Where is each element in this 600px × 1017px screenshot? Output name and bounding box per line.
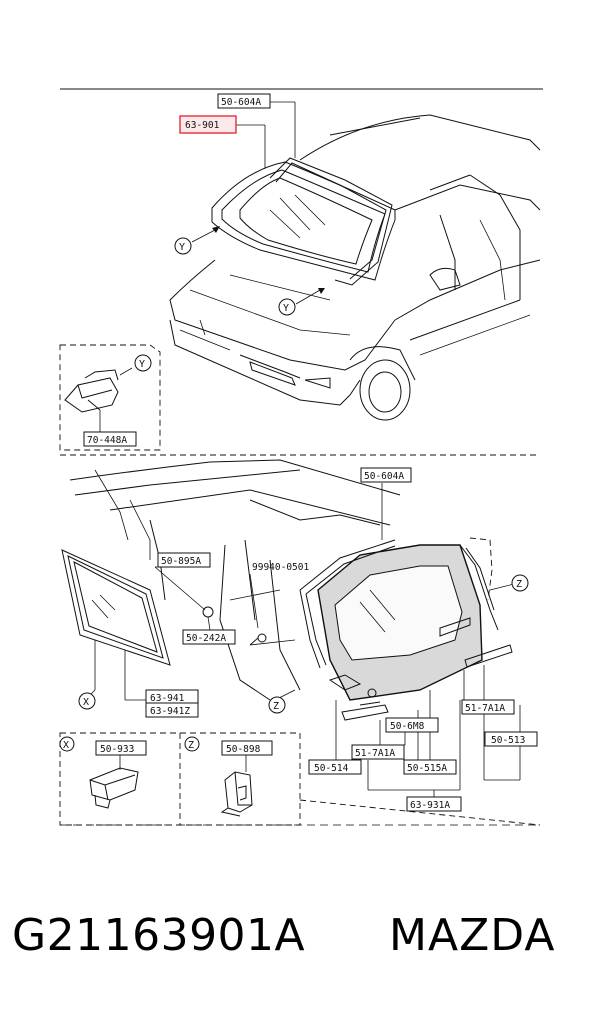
windshield-molding <box>269 157 393 286</box>
label-text-70-448a: 70-448A <box>87 435 127 446</box>
part-number: G21163901A <box>12 910 306 961</box>
callout-y-bottom: Y <box>278 298 296 316</box>
callout-text-x-glass: X <box>83 697 89 708</box>
clip-part-illustration <box>64 367 133 413</box>
label-text-50-895a: 50-895A <box>161 556 201 567</box>
callout-text-z-right: Z <box>516 579 522 590</box>
label-text-50-513: 50-513 <box>491 735 525 746</box>
rear-car-illustration <box>69 459 401 701</box>
detail-box-y <box>59 344 161 451</box>
callout-text-y-left: Y <box>179 242 185 253</box>
callout-y-detail: Y <box>134 354 152 372</box>
front-car-illustration <box>169 114 541 421</box>
label-text-63-941: 63-941 <box>150 693 185 704</box>
label-50-604a-bottom: 50-604A <box>360 467 412 483</box>
callout-z-detail: Z <box>184 736 200 752</box>
label-text-50-6m8: 50-6M8 <box>390 721 425 732</box>
label-50-514: 50-514 <box>308 759 362 775</box>
garnish-strips <box>341 644 513 721</box>
callout-z-right: Z <box>511 574 529 592</box>
label-text-50-604a-top: 50-604A <box>221 97 261 108</box>
label-99940-0501: 99940-0501 <box>252 562 309 573</box>
label-50-895a: 50-895A <box>157 552 211 568</box>
callout-x-detail: X <box>59 736 75 752</box>
windshield-glass <box>211 161 396 281</box>
label-text-63-901: 63-901 <box>185 120 220 131</box>
label-50-604a-top: 50-604A <box>217 93 271 109</box>
callout-text-z-body: Z <box>273 701 279 712</box>
brand-name: MAZDA <box>389 910 556 961</box>
callout-x-glass: X <box>78 692 96 710</box>
leader-lines-bottom <box>86 483 521 797</box>
label-50-242a: 50-242A <box>182 629 236 645</box>
callout-text-x-detail: X <box>63 740 69 751</box>
detail-z-clip <box>220 771 253 817</box>
label-50-898: 50-898 <box>221 740 273 756</box>
label-text-50-242a: 50-242A <box>186 633 226 644</box>
label-70-448a: 70-448A <box>83 431 137 447</box>
callout-text-y-bottom: Y <box>283 303 289 314</box>
label-text-50-604a-bottom: 50-604A <box>364 471 404 482</box>
callout-text-y-detail: Y <box>139 359 145 370</box>
quarter-glass <box>61 549 171 666</box>
liftgate-glass <box>317 544 483 701</box>
caption: G21163901A MAZDA <box>0 900 600 980</box>
liftgate-molding <box>299 539 499 669</box>
label-text-50-514: 50-514 <box>314 763 349 774</box>
callout-z-body: Z <box>268 696 286 714</box>
label-text-51-7a1a-center: 51-7A1A <box>355 748 395 759</box>
label-text-50-898: 50-898 <box>226 744 261 755</box>
label-63-901: 63-901 <box>179 115 237 134</box>
label-text-51-7a1a-right: 51-7A1A <box>465 703 505 714</box>
callout-y-left: Y <box>174 237 192 255</box>
dashed-outline-right <box>469 537 493 601</box>
label-50-515a: 50-515A <box>403 759 457 775</box>
label-51-7a1a-right: 51-7A1A <box>461 699 515 715</box>
label-text-50-933: 50-933 <box>100 744 134 755</box>
leader-y-bottom <box>295 289 321 305</box>
label-63-941z: 63-941Z <box>145 702 199 718</box>
label-text-50-515a: 50-515A <box>407 763 447 774</box>
callout-text-z-detail: Z <box>188 740 194 751</box>
label-50-6m8: 50-6M8 <box>385 717 439 733</box>
label-63-941: 63-941 <box>145 689 199 705</box>
label-63-931a: 63-931A <box>406 796 462 812</box>
label-50-513: 50-513 <box>484 731 538 747</box>
detail-x-clip <box>89 767 139 809</box>
label-50-933: 50-933 <box>95 740 147 756</box>
label-text-63-931a: 63-931A <box>410 800 450 811</box>
label-text-63-941z: 63-941Z <box>150 706 190 717</box>
label-51-7a1a-center: 51-7A1A <box>351 744 405 760</box>
leader-y-left <box>191 229 216 243</box>
label-text-99940-0501: 99940-0501 <box>252 562 309 573</box>
